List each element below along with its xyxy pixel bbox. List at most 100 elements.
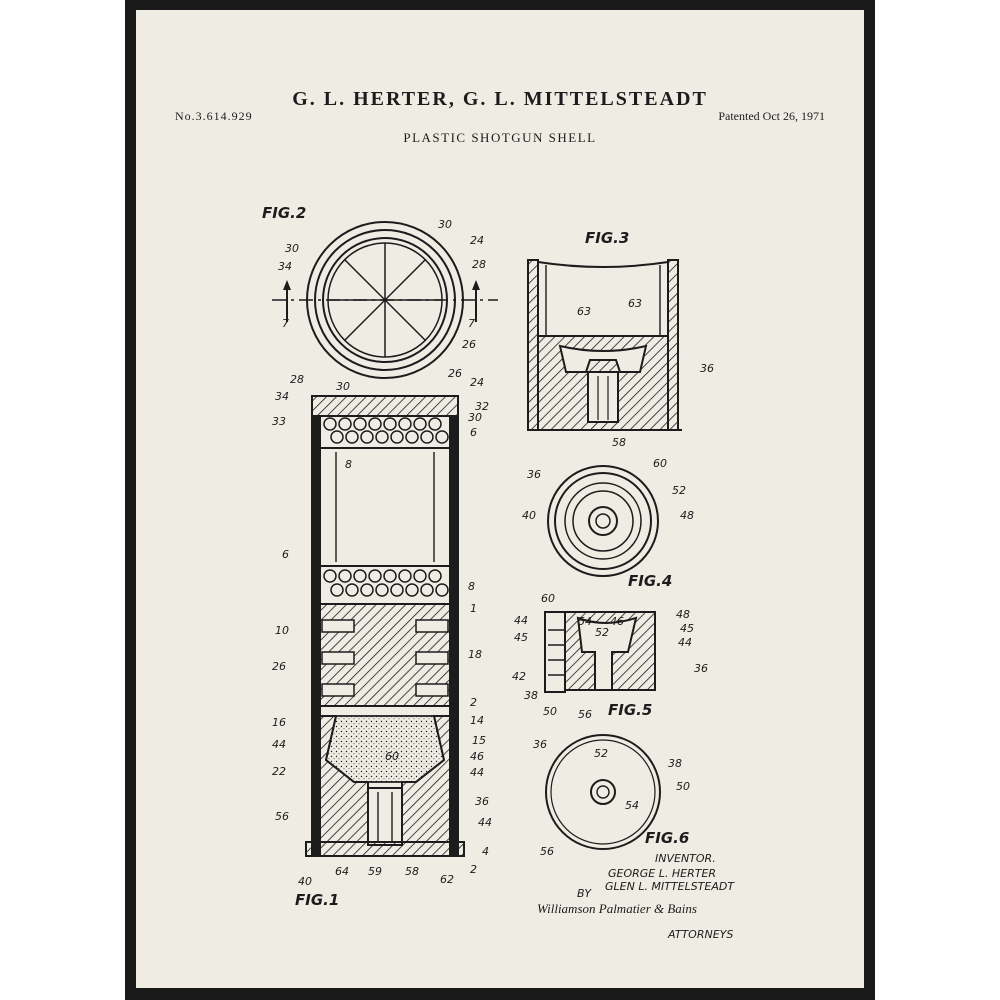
ref-number: 30: [468, 411, 482, 424]
ref-number: 30: [336, 380, 350, 393]
fig5-label: FIG.5: [608, 701, 652, 719]
ref-number: 8: [345, 458, 352, 471]
patent-date: Patented Oct 26, 1971: [718, 109, 825, 123]
ref-number: 44: [514, 614, 528, 627]
fig3-ref-labels: 63 63 36 58: [577, 297, 714, 449]
ref-number: 42: [512, 670, 526, 683]
ref-number: 48: [680, 509, 694, 522]
fig4-drawing: [547, 465, 659, 577]
ref-number: 46: [610, 615, 624, 628]
ref-number: 36: [700, 362, 714, 375]
signature-block: INVENTOR. GEORGE L. HERTER GLEN L. MITTE…: [537, 852, 735, 941]
fig2-drawing: [272, 221, 498, 379]
fig2-label: FIG.2: [262, 204, 306, 222]
ref-number: 60: [385, 750, 399, 763]
inventor-name-2: GLEN L. MITTELSTEADT: [605, 880, 735, 893]
ref-number: 45: [680, 622, 694, 635]
fig5-drawing: [544, 611, 656, 693]
ref-number: 1: [470, 602, 477, 615]
fig4-label: FIG.4: [628, 572, 672, 590]
fig4-ref-labels: 36 60 52 40 48: [522, 457, 694, 522]
ref-number: 44: [272, 738, 286, 751]
ref-number: 44: [678, 636, 692, 649]
ref-number: 52: [594, 747, 608, 760]
ref-number: 36: [475, 795, 489, 808]
ref-number: 8: [468, 580, 475, 593]
ref-number: 30: [285, 242, 299, 255]
ref-number: 52: [595, 626, 609, 639]
attorneys-label: ATTORNEYS: [667, 928, 733, 941]
ref-number: 6: [282, 548, 289, 561]
inventors-heading: G. L. HERTER, G. L. MITTELSTEADT: [292, 88, 708, 110]
ref-number: 59: [368, 865, 382, 878]
ref-number: 33: [272, 415, 286, 428]
fig5-ref-labels: 60 54 46 48 44 45 45 52 44 42 36 38 50 5…: [512, 592, 708, 721]
fig2-ref-labels: 30 24 30 34 28 26: [278, 218, 486, 351]
fig3-label: FIG.3: [585, 229, 629, 247]
ref-number: 40: [522, 509, 536, 522]
fig1-drawing: [305, 395, 465, 857]
ref-number: 28: [472, 258, 486, 271]
ref-number: 56: [540, 845, 554, 858]
ref-number: 36: [527, 468, 541, 481]
ref-number: 52: [672, 484, 686, 497]
ref-number: 32: [475, 400, 489, 413]
attorneys-signature: Williamson Palmatier & Bains: [537, 901, 697, 916]
ref-number: 45: [514, 631, 528, 644]
ref-number: 58: [612, 436, 626, 449]
ref-number: 38: [668, 757, 682, 770]
patent-number: No.3.614.929: [175, 109, 253, 123]
ref-number: 36: [533, 738, 547, 751]
ref-number: 26: [462, 338, 476, 351]
ref-number: 60: [653, 457, 667, 470]
inventor-name-1: GEORGE L. HERTER: [608, 867, 716, 880]
ref-number: 24: [470, 234, 484, 247]
fig3-drawing: [527, 259, 682, 431]
fig6-label: FIG.6: [645, 829, 689, 847]
ref-number: 62: [440, 873, 454, 886]
ref-number: 16: [272, 716, 286, 729]
ref-number: 6: [470, 426, 477, 439]
section-mark-left: 7: [282, 317, 289, 330]
ref-number: 38: [524, 689, 538, 702]
ref-number: 63: [577, 305, 591, 318]
ref-number: 24: [470, 376, 484, 389]
ref-number: 22: [272, 765, 286, 778]
ref-number: 63: [628, 297, 642, 310]
ref-number: 26: [448, 367, 462, 380]
fig1-label: FIG.1: [295, 891, 339, 909]
poster-paper: [136, 10, 864, 988]
ref-number: 2: [470, 696, 477, 709]
fig6-ref-labels: 36 52 38 50 54 56: [533, 738, 690, 858]
ref-number: 54: [625, 799, 639, 812]
inventor-heading: INVENTOR.: [655, 852, 716, 865]
ref-number: 10: [275, 624, 289, 637]
ref-number: 40: [298, 875, 312, 888]
patent-title: PLASTIC SHOTGUN SHELL: [403, 130, 596, 145]
ref-number: 18: [468, 648, 482, 661]
by-label: BY: [577, 887, 592, 900]
section-mark-right: 7: [468, 317, 475, 330]
ref-number: 60: [541, 592, 555, 605]
ref-number: 34: [278, 260, 292, 273]
ref-number: 64: [335, 865, 349, 878]
ref-number: 48: [676, 608, 690, 621]
ref-number: 56: [578, 708, 592, 721]
ref-number: 4: [482, 845, 489, 858]
ref-number: 50: [676, 780, 690, 793]
ref-number: 36: [694, 662, 708, 675]
ref-number: 28: [290, 373, 304, 386]
ref-number: 26: [272, 660, 286, 673]
ref-number: 50: [543, 705, 557, 718]
ref-number: 14: [470, 714, 484, 727]
ref-number: 46: [470, 750, 484, 763]
ref-number: 30: [438, 218, 452, 231]
fig6-drawing: [545, 734, 661, 850]
ref-number: 56: [275, 810, 289, 823]
ref-number: 44: [478, 816, 492, 829]
ref-number: 44: [470, 766, 484, 779]
ref-number: 15: [472, 734, 486, 747]
fig1-ref-labels: 28 30 26 24 34 32 33 30 6 8 6 8 1 10 18 …: [272, 367, 492, 888]
ref-number: 54: [578, 615, 592, 628]
